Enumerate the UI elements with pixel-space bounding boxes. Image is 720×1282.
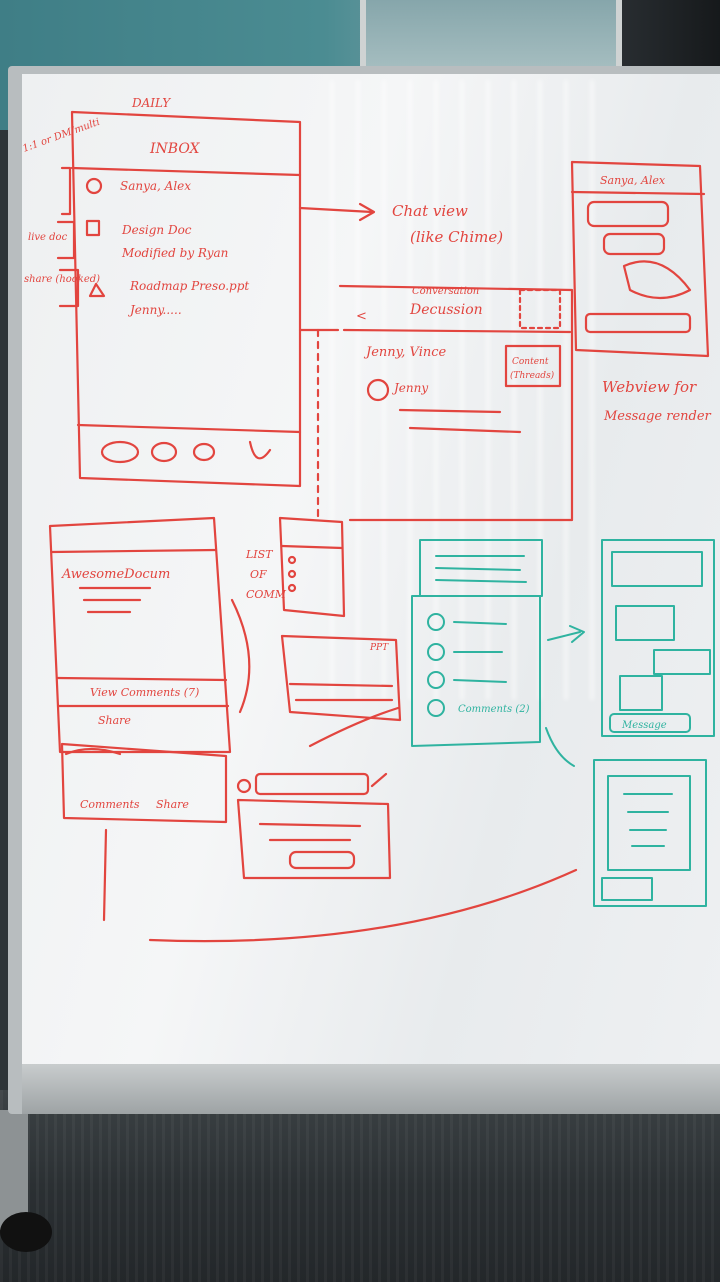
webview-note: Webview for Message render [602,378,712,424]
teal-message-header [611,551,703,587]
avatar-icon [85,177,103,195]
inbox-item-modified: Modified by Ryan [121,246,228,260]
teal-message-label: Message [621,720,667,731]
side-note-share: share (hooked) [24,274,100,285]
document-outline [48,516,232,754]
chat-header: Sanya, Alex [600,174,666,187]
tab-icon-2 [150,441,178,463]
list-note-line1: LIST [245,548,274,561]
avatar-icon [366,378,390,402]
document-icon [85,219,101,237]
teal-avatar-icon [427,671,445,689]
teal-message-bubble [653,649,711,675]
inbox-item-dm: Sanya, Alex [120,179,191,193]
comment-list-box [278,516,346,618]
ppt-sketch: PPT [280,634,402,748]
list-note: LIST OF COMM [245,516,346,618]
teal-detail-phone [593,759,707,907]
webview-note-line1: Webview for [602,378,697,396]
document-sketch: AwesomeDocum View Comments (7) Share Com… [48,516,578,943]
conversation-title: Decussion [409,302,483,318]
inbox-item-doc: Design Doc [121,223,192,237]
conversation-tag: Conversation [412,286,479,297]
view-comments-label: View Comments (7) [90,686,199,699]
list-note-line2: OF [250,568,267,581]
teal-detail-card [607,775,691,871]
teal-avatar-icon [427,613,445,631]
list-note-line3: COMM [246,588,287,601]
dashed-box [518,288,562,330]
teal-sketch: Comments (2) Message [411,539,715,907]
chat-sketch: Sanya, Alex [570,160,710,358]
webview-note-line2: Message render [603,409,712,424]
whiteboard-stand-leg [0,1110,28,1230]
teal-message-bubble [619,675,663,711]
conversation-row2: Jenny [391,381,428,395]
daily-label: DAILY [131,96,171,110]
side-note-live-doc: live doc [28,232,68,243]
thread-outline [236,798,392,880]
inbox-sketch: DAILY INBOX 1:1 or DM/multi live doc sha… [21,96,376,488]
chat-bubble [602,232,666,256]
chat-input [584,312,692,334]
thread-sketch [236,772,392,880]
teal-comment-label: Comments (2) [458,704,530,715]
thread-header [254,772,370,796]
content-box-line2: (Threads) [510,370,555,381]
chat-phone-outline [570,160,710,358]
carpet-floor [0,1090,720,1282]
chat-bubble [622,260,692,300]
conversation-sketch: Conversation Decussion < Jenny, Vince Co… [316,284,574,522]
inbox-item-ppt: Roadmap Preso.ppt [129,279,249,293]
teal-avatar-icon [427,643,445,661]
teal-message-input [609,713,691,733]
tab-icon-3 [192,442,216,462]
document-share-label: Share [98,714,131,727]
marker-tray [22,1064,720,1114]
inbox-item-jenny: Jenny..... [127,303,182,317]
chat-note-line2: (like Chime) [410,228,503,246]
content-box [504,344,562,388]
teal-message-bubble [615,605,675,641]
stand-wheel [0,1212,52,1252]
teal-detail-footer [601,877,653,901]
chat-note: Chat view (like Chime) [392,202,503,246]
inbox-title: INBOX [149,141,201,157]
teal-phone-outline [411,595,541,747]
side-note-dm: 1:1 or DM/multi [21,117,101,155]
chat-note-line1: Chat view [392,202,468,220]
footer-share: Share [156,798,189,811]
document-title: AwesomeDocum [61,567,170,582]
tab-icon-1 [100,440,140,464]
ppt-outline [280,634,402,722]
document-footer-card [60,742,228,824]
footer-comments: Comments [80,798,140,811]
teal-message-phone [601,539,715,737]
inbox-phone-outline [70,110,302,488]
teal-avatar-icon [427,699,445,717]
share-icon [88,282,106,298]
chat-bubble [586,200,670,228]
back-chevron-icon: < [356,309,367,324]
content-box-line1: Content [512,357,549,367]
tab-icon-4 [248,440,272,460]
thread-bubble [288,850,356,870]
conversation-row1: Jenny, Vince [363,345,447,360]
conversation-outline [338,284,574,522]
ppt-label: PPT [369,643,389,653]
